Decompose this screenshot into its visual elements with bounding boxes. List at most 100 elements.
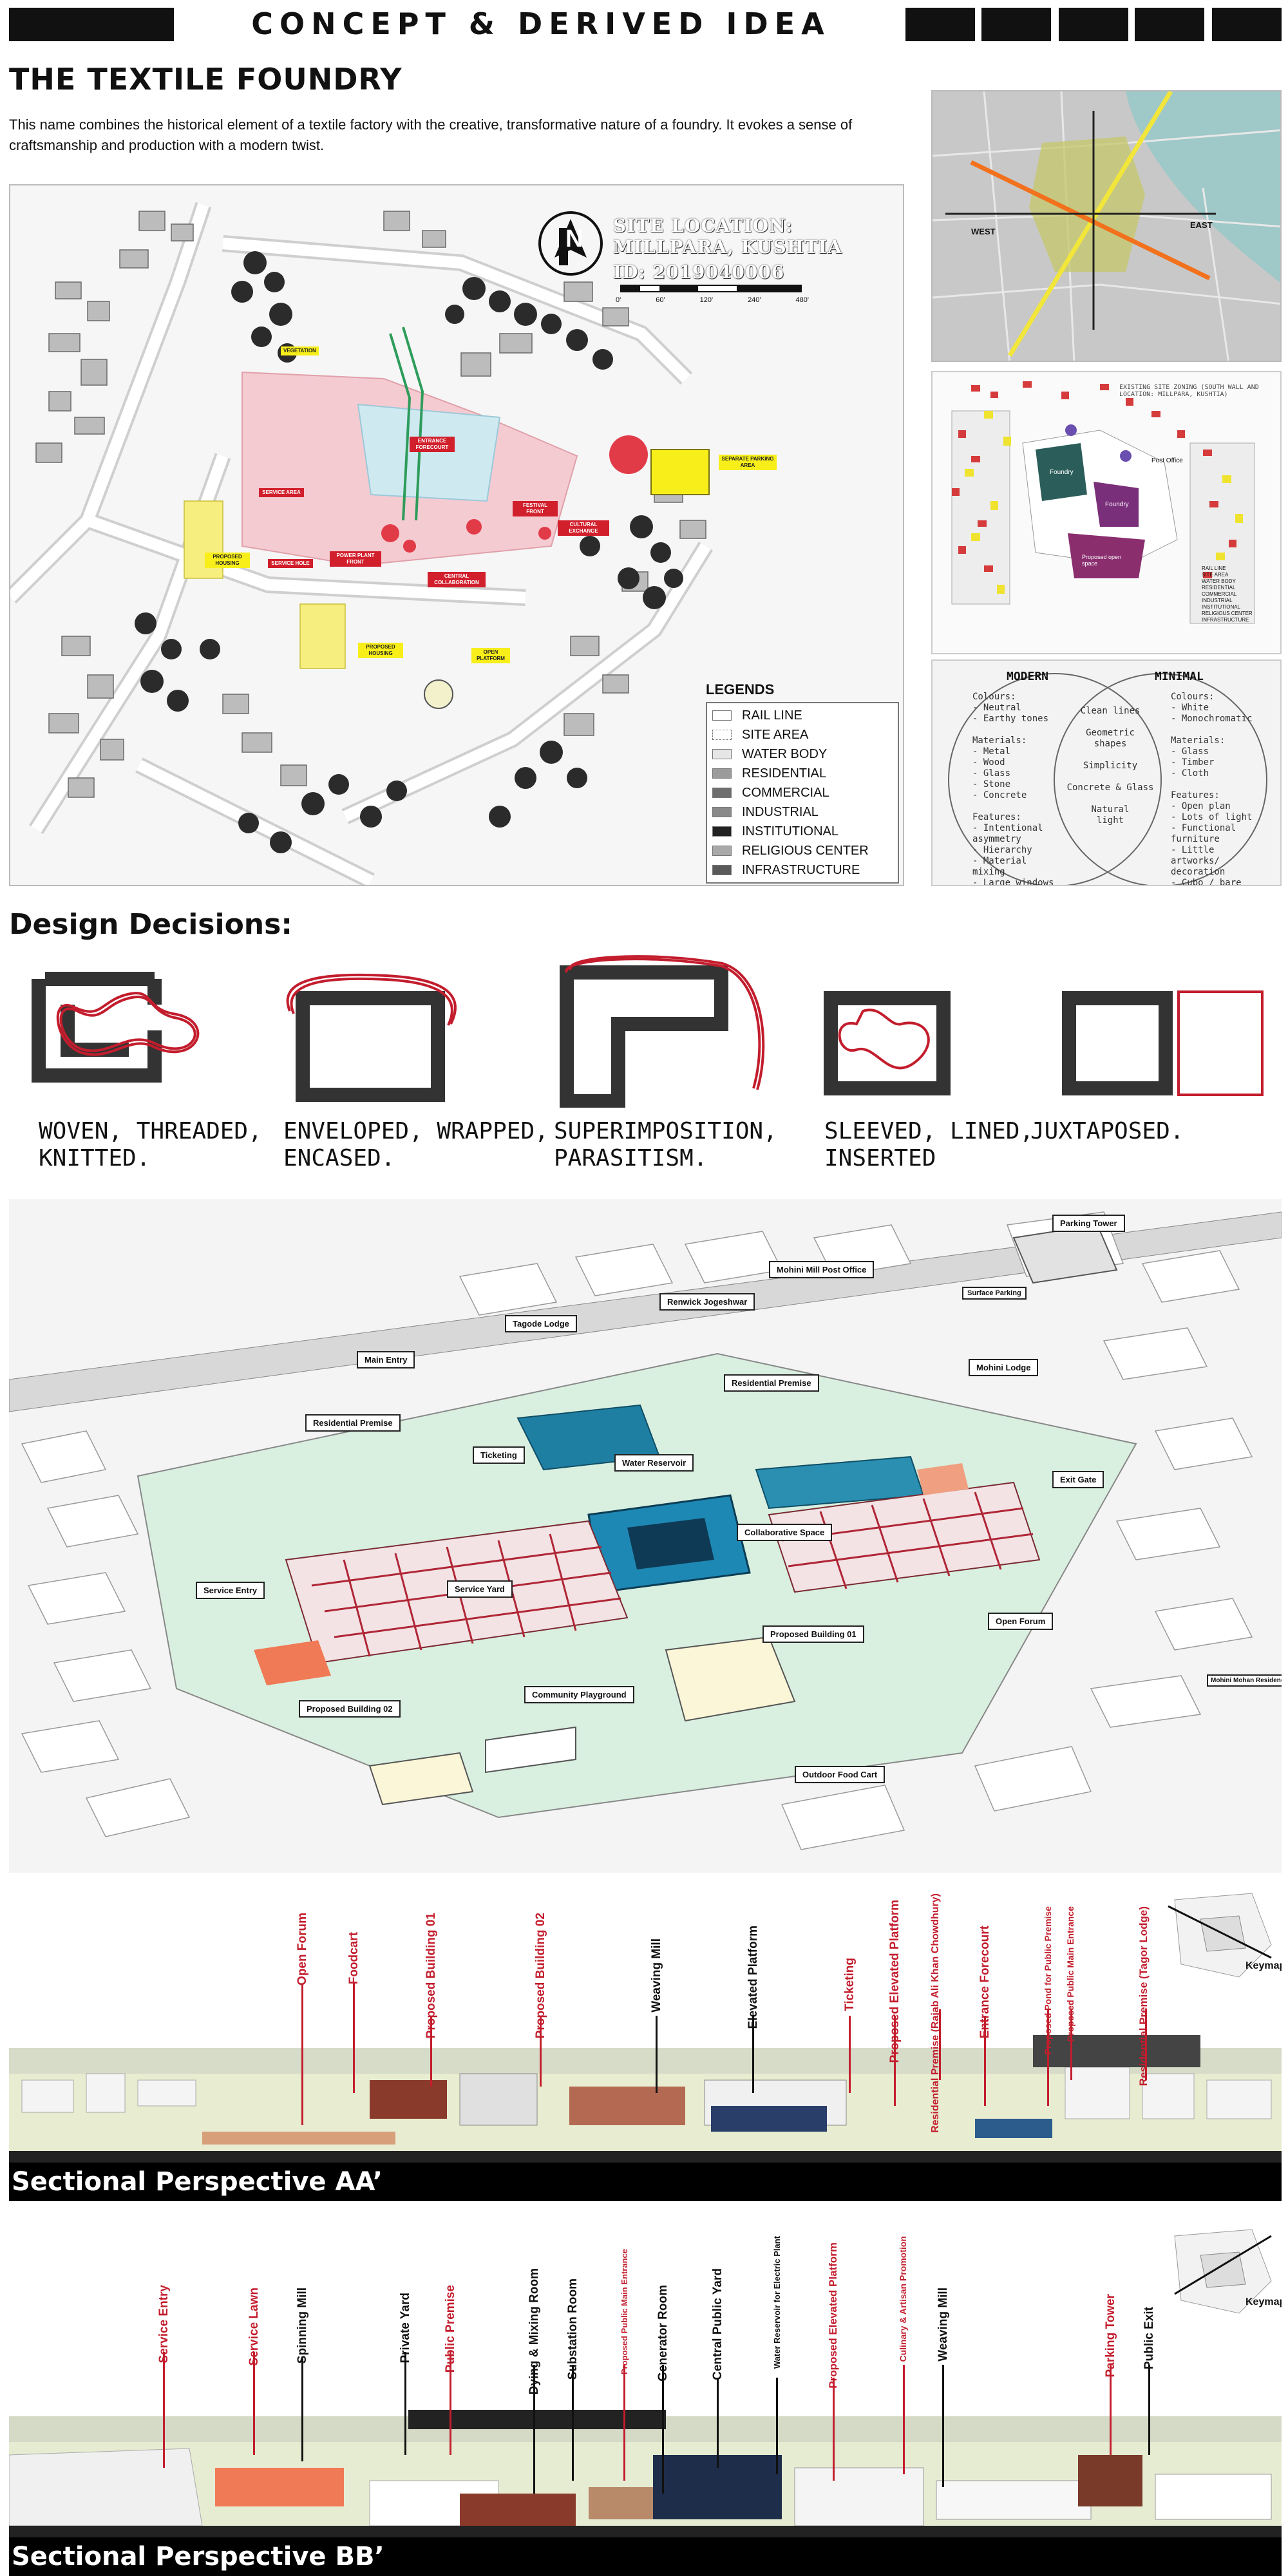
callout-mohini-lodge: Mohini Lodge [969, 1359, 1039, 1376]
zoning-legend: RAIL LINE SITE AREA WATER BODY RESIDENTI… [1202, 565, 1253, 623]
callout-renwick: Renwick Jogeshwar [659, 1293, 755, 1311]
header-bar-4 [1135, 8, 1204, 41]
zoning-map-drawing [951, 381, 1255, 624]
map-label-vegetation: VEGETATION [281, 346, 319, 355]
scale-tick: 0' [616, 296, 621, 304]
map-label-proposed-housing-bottom: PROPOSED HOUSING [358, 643, 403, 658]
zoning-legend-item: WATER BODY [1202, 578, 1236, 584]
section-bb-leader [163, 2352, 165, 2468]
section-aa-leader [301, 1984, 303, 2125]
map-label-service-hole: SERVICE HOLE [268, 559, 313, 568]
legend-item: RESIDENTIAL [712, 764, 893, 783]
section-bb-label: Public Exit [1142, 2307, 1156, 2370]
callout-ticketing: Ticketing [473, 1446, 525, 1464]
zoning-label-post-office: Post Office [1151, 457, 1183, 464]
map-label-central-collab: CENTRAL COLLABORATION [428, 572, 486, 587]
project-title: THE TEXTILE FOUNDRY [9, 62, 402, 97]
site-location: SITE LOCATION: MILLPARA, KUSHTIA [613, 215, 842, 258]
section-aa-leader [353, 1984, 355, 2093]
callout-service-yard: Service Yard [447, 1580, 513, 1598]
section-bb-leader [717, 2378, 719, 2468]
section-aa-caption: Sectional Perspective AA’ [9, 2163, 1282, 2201]
section-aa-label: Elevated Platform [746, 1926, 760, 2029]
legend-swatch [712, 788, 732, 798]
legend-box: RAIL LINE SITE AREA WATER BODY RESIDENTI… [706, 702, 899, 884]
callout-tagode-lodge: Tagode Lodge [505, 1315, 577, 1332]
section-aa-leader [430, 2016, 432, 2087]
section-aa-leader [1070, 2009, 1072, 2080]
north-arrow-label: N [565, 225, 583, 252]
section-bb-leader [623, 2365, 625, 2481]
header-bar-3 [1059, 8, 1128, 41]
axis-label-west: WEST [971, 227, 996, 236]
legend-swatch [712, 807, 732, 817]
section-aa-label: Weaving Mill [650, 1938, 663, 2012]
scale-tick: 60' [656, 296, 665, 304]
zoning-caption: EXISTING SITE ZONING (SOUTH WALL AND LOC… [1119, 384, 1259, 398]
section-bb-drawing [9, 2410, 1282, 2537]
section-bb-caption: Sectional Perspective BB’ [9, 2537, 1282, 2576]
section-aa-drawing [9, 2035, 1282, 2163]
scale-tick: 480' [795, 296, 809, 304]
zoning-legend-item: COMMERCIAL [1202, 591, 1237, 597]
map-label-proposed-housing-left: PROPOSED HOUSING [205, 553, 250, 568]
section-aa-leader [540, 2016, 542, 2087]
map-label-service-area: SERVICE AREA [259, 488, 304, 497]
section-bb-label: Water Reservoir for Electric Plant [772, 2236, 782, 2369]
section-bb-label: Proposed Elevated Platform [827, 2242, 839, 2389]
legend-label: RAIL LINE [742, 708, 802, 723]
zoning-legend-item: SITE AREA [1202, 572, 1229, 578]
venn-right-text: Colours: - White - Monochromatic Materia… [1171, 692, 1253, 886]
legend-swatch [712, 710, 732, 721]
venn-left-text: Colours: - Neutral - Earthy tones Materi… [972, 692, 1054, 886]
map-label-open-platform: OPEN PLATFORM [471, 648, 510, 663]
section-bb-label: Proposed Public Main Entrance [620, 2249, 629, 2375]
site-meta: SITE LOCATION: MILLPARA, KUSHTIA ID: 201… [613, 215, 903, 287]
legend-title: LEGENDS [706, 681, 775, 697]
venn-circles [948, 673, 1267, 885]
concept-label-juxtaposed: JUXTAPOSED. [1030, 1118, 1184, 1144]
section-aa-leader [984, 2016, 986, 2106]
section-bb-leader [404, 2352, 406, 2455]
legend-swatch [712, 749, 732, 759]
legend-swatch [712, 730, 732, 740]
legend-label: WATER BODY [742, 746, 828, 761]
isometric-drawing [9, 1199, 1282, 1873]
callout-mohini-mohan-residence: Mohini Mohan Residence [1207, 1674, 1282, 1687]
callout-main-entry: Main Entry [357, 1351, 415, 1368]
section-bb-label: Central Public Yard [711, 2268, 724, 2380]
section-bb-leader [776, 2378, 778, 2474]
section-aa-label: Open Forum [296, 1913, 309, 1985]
section-bb-leader [833, 2378, 835, 2481]
legend-label: RELIGIOUS CENTER [742, 843, 869, 858]
legend-swatch [712, 826, 732, 837]
concept-label-enveloped: ENVELOPED, WRAPPED, ENCASED. [283, 1118, 549, 1171]
callout-community-playground: Community Playground [524, 1686, 634, 1703]
legend-item: RELIGIOUS CENTER [712, 841, 893, 860]
section-aa-keymap-label: Keymap [1245, 1960, 1282, 1971]
zoning-legend-item: RELIGIOUS CENTER [1202, 611, 1253, 616]
legend-label: COMMERCIAL [742, 785, 829, 800]
legend-label: SITE AREA [742, 727, 809, 742]
section-aa-panel: Sectional Perspective AA’ Open Forum Foo… [9, 1887, 1282, 2201]
callout-proposed-building-01: Proposed Building 01 [762, 1625, 864, 1643]
header-bar-2 [981, 8, 1051, 41]
callout-exit-gate: Exit Gate [1052, 1471, 1104, 1488]
project-description: This name combines the historical elemen… [9, 117, 853, 153]
section-aa-leader [656, 2016, 658, 2093]
section-bb-leader [533, 2365, 535, 2494]
venn-right-title: MINIMAL [1155, 670, 1204, 683]
site-legend: LEGENDS RAIL LINE SITE AREA WATER BODY R… [706, 681, 899, 884]
section-bb-leader [662, 2365, 664, 2494]
axis-label-east: EAST [1190, 220, 1213, 230]
scale-tick: 240' [748, 296, 761, 304]
legend-item: RAIL LINE [712, 706, 893, 725]
section-bb-leader [572, 2365, 574, 2481]
page-title: CONCEPT & DERIVED IDEA [251, 6, 831, 41]
section-bb-leader [450, 2352, 451, 2455]
callout-surface-parking: Surface Parking [962, 1287, 1027, 1300]
zoning-legend-item: INFRASTRUCTURE [1202, 617, 1249, 623]
section-aa-leader [1145, 2009, 1147, 2080]
venn-center-text: Clean lines Geometric shapes Simplicity … [1066, 706, 1154, 826]
legend-label: RESIDENTIAL [742, 766, 827, 781]
